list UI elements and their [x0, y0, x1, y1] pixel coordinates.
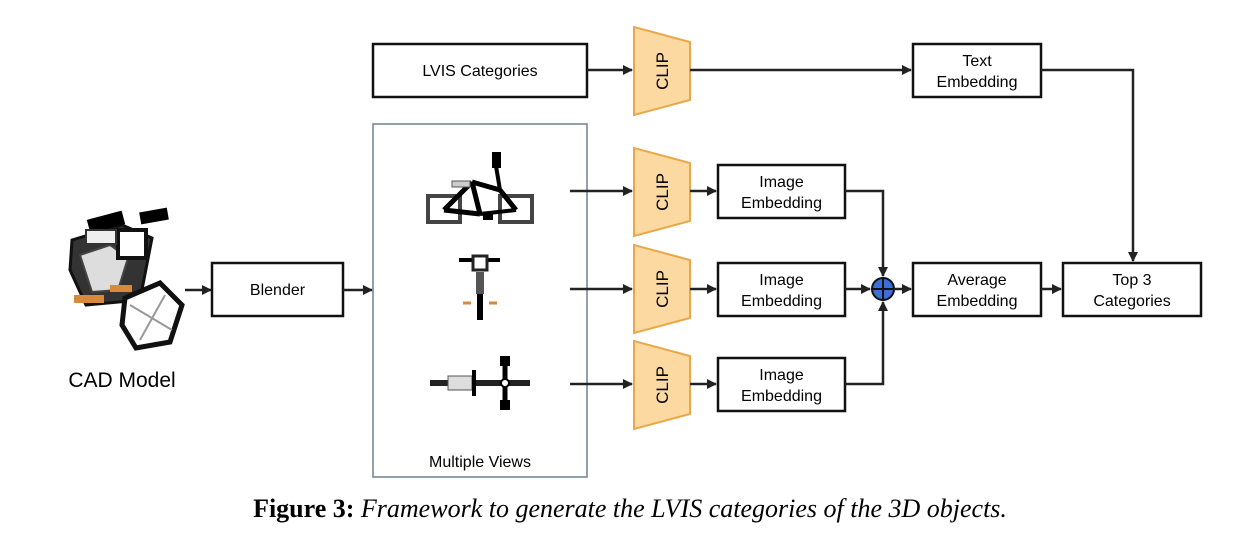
clip-encoder-text: CLIP	[633, 25, 691, 117]
top3-categories-box: Top 3 Categories	[1061, 261, 1203, 318]
clip-encoder-view-3: CLIP	[633, 339, 691, 431]
arrow-embedding1-to-sum	[845, 189, 888, 277]
image-embedding-line-2: Embedding	[741, 293, 822, 310]
sum-node-icon	[871, 277, 895, 301]
arrow-embedding3-to-sum	[845, 301, 888, 386]
cad-model-image	[68, 207, 185, 351]
image-embedding-box-1: Image Embedding	[716, 163, 847, 220]
image-embedding-line-2: Embedding	[741, 195, 822, 212]
clip-encoder-view-1: CLIP	[633, 146, 691, 238]
bike-front-view-image	[459, 254, 500, 320]
multiple-views-label: Multiple Views	[429, 454, 531, 471]
figure-number: Figure 3:	[253, 494, 355, 523]
image-embedding-line-1: Image	[759, 272, 804, 289]
bike-top-view-image	[430, 356, 530, 410]
image-embedding-line-1: Image	[759, 367, 804, 384]
average-embedding-line-1: Average	[947, 272, 1006, 289]
lvis-categories-label: LVIS Categories	[422, 63, 537, 80]
arrow-text-embedding-to-top3	[1041, 68, 1138, 262]
image-embedding-box-3: Image Embedding	[716, 356, 847, 413]
average-embedding-box: Average Embedding	[911, 261, 1043, 318]
top3-line-2: Categories	[1093, 293, 1170, 310]
image-embedding-line-2: Embedding	[741, 388, 822, 405]
lvis-categories-box: LVIS Categories	[371, 42, 589, 99]
figure-caption: Figure 3: Framework to generate the LVIS…	[0, 494, 1260, 524]
clip-encoder-view-2: CLIP	[633, 243, 691, 335]
blender-box: Blender	[210, 261, 345, 318]
average-embedding-line-2: Embedding	[937, 293, 1018, 310]
clip-label: CLIP	[653, 173, 672, 211]
top3-line-1: Top 3	[1112, 272, 1151, 289]
image-embedding-line-1: Image	[759, 174, 804, 191]
clip-label: CLIP	[653, 52, 672, 90]
framework-diagram: CAD Model Blender Multiple Views	[68, 25, 1203, 478]
cad-model-label: CAD Model	[68, 369, 175, 392]
figure-caption-text: Framework to generate the LVIS categorie…	[360, 494, 1007, 523]
image-embedding-box-2: Image Embedding	[716, 261, 847, 318]
text-embedding-line-1: Text	[962, 53, 992, 70]
clip-label: CLIP	[653, 270, 672, 308]
text-embedding-box: Text Embedding	[911, 42, 1043, 99]
clip-label: CLIP	[653, 366, 672, 404]
text-embedding-line-2: Embedding	[937, 74, 1018, 91]
bike-side-view-image	[426, 152, 534, 224]
blender-label: Blender	[250, 282, 306, 299]
